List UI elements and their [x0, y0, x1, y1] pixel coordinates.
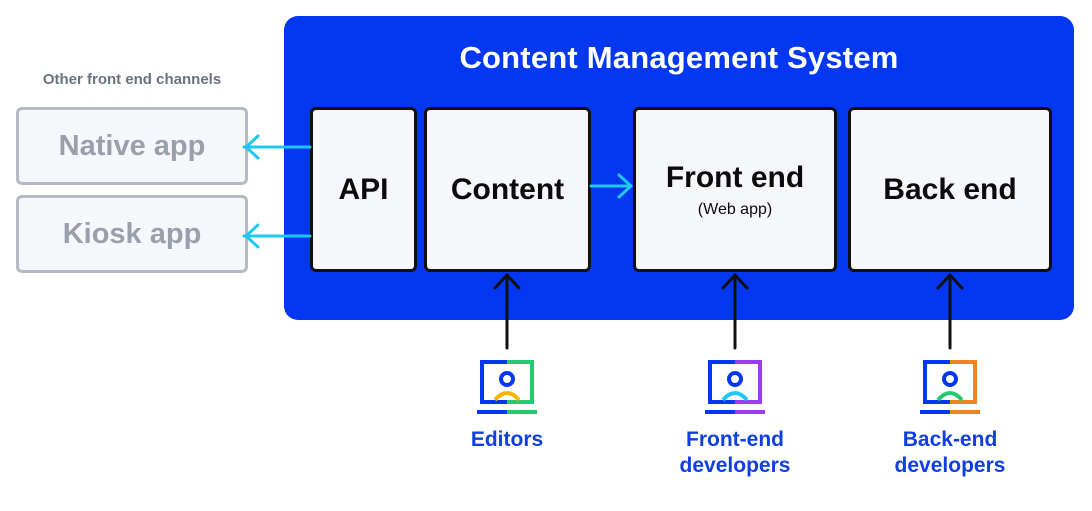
other-channels-label: Other front end channels [42, 71, 222, 88]
native-app-label: Native app [58, 129, 206, 162]
editors-icon [477, 360, 537, 414]
front-end-box: Front end (Web app) [633, 107, 837, 272]
content-box: Content [424, 107, 591, 272]
api-box: API [310, 107, 417, 272]
api-label: API [338, 172, 389, 206]
back-end-box: Back end [848, 107, 1052, 272]
kiosk-app-box: Kiosk app [16, 195, 248, 273]
cms-title: Content Management System [459, 40, 899, 75]
front-end-developers-label: Front-end developers [679, 428, 791, 477]
content-label: Content [450, 172, 565, 206]
native-app-box: Native app [16, 107, 248, 185]
back-end-developers-label: Back-end developers [894, 428, 1006, 477]
back-end-developers-icon [920, 360, 980, 414]
front-end-sublabel: (Web app) [697, 200, 773, 218]
front-end-developers-icon [705, 360, 765, 414]
front-end-label: Front end [665, 160, 805, 194]
back-end-label: Back end [883, 172, 1017, 206]
kiosk-app-label: Kiosk app [62, 217, 202, 250]
editors-label: Editors [470, 428, 544, 451]
